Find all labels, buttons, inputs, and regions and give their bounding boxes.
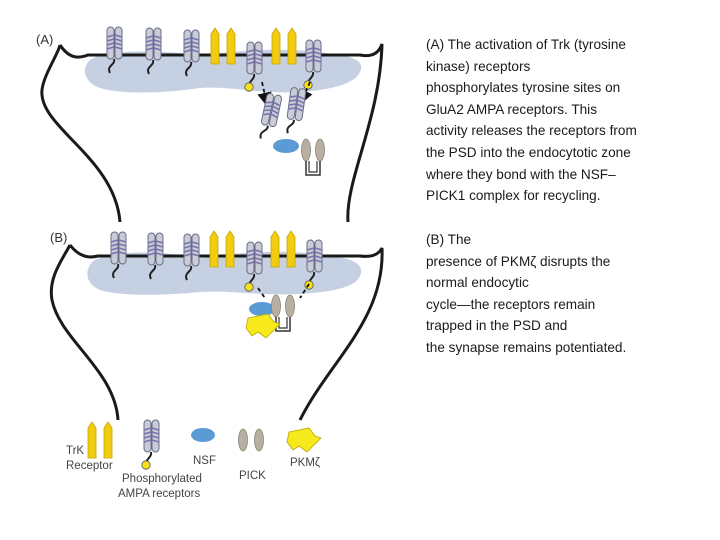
panel-a: (A): [36, 26, 384, 223]
caption-b-line: presence of PKMζ disrupts the: [426, 253, 611, 269]
legend-ampa-label-line2: AMPA receptors: [118, 488, 200, 500]
blocked-dashed-line: [257, 287, 266, 299]
ampa-receptor: [283, 86, 308, 136]
dashed-arrow: [257, 81, 272, 108]
panel-b-label: (B): [50, 230, 67, 245]
caption-a-line: PICK1 complex for recycling.: [426, 188, 601, 204]
ampa-receptor: [256, 91, 284, 143]
blocked-dashed-line: [299, 283, 310, 299]
caption-a: (A) The activation of Trk (tyrosine kina…: [426, 34, 701, 207]
legend-pick-icon: [238, 428, 248, 452]
legend-ampa-label-line1: Phosphorylated: [122, 473, 202, 485]
caption-b: (B) The presence of PKMζ disrupts the no…: [426, 229, 701, 359]
postsynaptic-membrane-a: [40, 43, 384, 223]
legend-pick-label: PICK: [239, 470, 266, 482]
caption-b-line: (B) The: [426, 232, 472, 247]
nsf: [249, 302, 275, 316]
caption-b-line: normal endocytic: [426, 275, 529, 291]
legend-trk-icon: [87, 421, 113, 459]
pick: [300, 138, 326, 176]
caption-a-line: kinase) receptors: [426, 58, 531, 74]
caption-b-line: cycle—the receptors remain: [426, 296, 596, 312]
caption-a-line: where they bond with the NSF–: [426, 166, 616, 182]
legend: TrK Receptor Phosphorylated AMPA recepto…: [66, 419, 322, 500]
panel-b: (B): [49, 230, 384, 421]
caption-a-line: phosphorylates tyrosine sites on: [426, 80, 621, 96]
legend-nsf-label: NSF: [193, 455, 216, 467]
caption-b-line: trapped in the PSD and: [426, 318, 568, 334]
caption-a-line: activity releases the receptors from: [426, 123, 637, 139]
caption-a-line: GluA2 AMPA receptors. This: [426, 101, 598, 117]
caption-a-line: the PSD into the endocytotic zone: [426, 144, 631, 160]
panel-a-label: (A): [36, 32, 53, 47]
nsf: [273, 139, 299, 153]
legend-nsf-icon: [191, 428, 215, 442]
postsynaptic-membrane-b: [49, 244, 384, 421]
pkmz: [245, 313, 281, 339]
legend-trk-label-line1: TrK: [66, 445, 84, 457]
legend-ampa-icon: [140, 419, 160, 471]
caption-a-line: (A) The activation of Trk (tyrosine: [426, 37, 626, 52]
legend-pick-icon: [254, 428, 264, 452]
caption-b-line: the synapse remains potentiated.: [426, 339, 627, 355]
legend-pkmz-label: PKMζ: [290, 457, 320, 469]
legend-trk-label-line2: Receptor: [66, 460, 113, 472]
legend-pkmz-icon: [286, 427, 322, 453]
